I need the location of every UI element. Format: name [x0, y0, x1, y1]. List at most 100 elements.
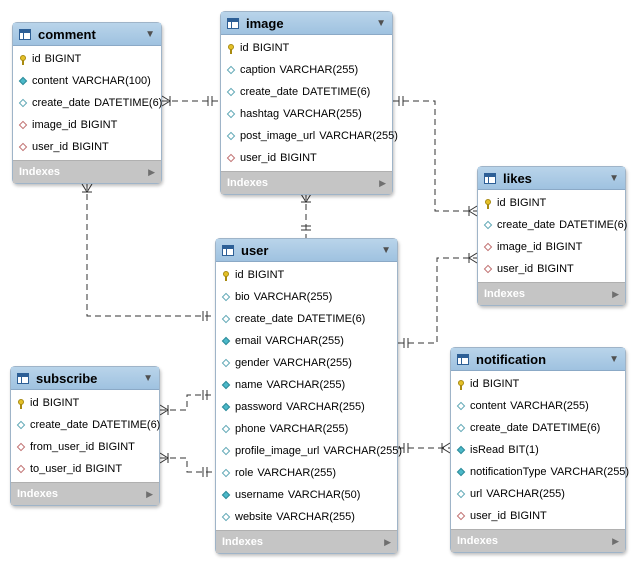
column-name: user_id [497, 263, 534, 275]
foreign-key-icon [484, 243, 493, 252]
column-name: user_id [32, 141, 69, 153]
expand-arrow-icon[interactable]: ▶ [379, 177, 386, 188]
expand-arrow-icon[interactable]: ▶ [612, 288, 619, 299]
column-type: BIGINT [44, 53, 82, 65]
table-icon [227, 17, 239, 29]
column-type: BIGINT [98, 441, 135, 453]
collapse-caret-icon[interactable]: ▼ [376, 17, 386, 29]
expand-arrow-icon[interactable]: ▶ [148, 166, 155, 177]
foreign-key-icon [457, 512, 466, 521]
collapse-caret-icon[interactable]: ▼ [145, 28, 155, 40]
column-type: VARCHAR(255) [266, 379, 346, 391]
collapse-caret-icon[interactable]: ▼ [609, 172, 619, 184]
table-header[interactable]: image ▼ [221, 12, 392, 35]
indexes-section[interactable]: Indexes ▶ [216, 530, 397, 553]
collapse-caret-icon[interactable]: ▼ [381, 244, 391, 256]
filled-diamond-icon [222, 381, 231, 390]
column-type: BIT(1) [508, 444, 539, 456]
indexes-section[interactable]: Indexes ▶ [13, 160, 161, 183]
indexes-section[interactable]: Indexes ▶ [221, 171, 392, 194]
expand-arrow-icon[interactable]: ▶ [384, 536, 391, 547]
table-title: comment [38, 26, 96, 42]
hollow-diamond-icon [457, 402, 466, 411]
indexes-section[interactable]: Indexes ▶ [451, 529, 625, 552]
rel-user-subscribe-to [160, 457, 215, 473]
table-header[interactable]: comment ▼ [13, 23, 161, 46]
table-header[interactable]: notification ▼ [451, 348, 625, 371]
column-name: url [470, 488, 483, 500]
collapse-caret-icon[interactable]: ▼ [143, 372, 153, 384]
expand-arrow-icon[interactable]: ▶ [146, 488, 153, 499]
indexes-section[interactable]: Indexes ▶ [11, 482, 159, 505]
column-name: caption [240, 64, 276, 76]
hollow-diamond-icon [222, 425, 231, 434]
column-type: VARCHAR(255) [510, 400, 589, 412]
hollow-diamond-icon [484, 221, 493, 230]
indexes-section[interactable]: Indexes ▶ [478, 282, 625, 305]
column-name: id [470, 378, 479, 390]
column-name: id [240, 42, 249, 54]
column-type: VARCHAR(255) [283, 108, 362, 120]
table-title: notification [476, 351, 547, 367]
rel-image-comment-end-image [207, 96, 213, 106]
collapse-caret-icon[interactable]: ▼ [609, 353, 619, 365]
expand-arrow-icon[interactable]: ▶ [612, 535, 619, 546]
table-title: likes [503, 170, 532, 186]
hollow-diamond-icon [227, 66, 236, 75]
hollow-diamond-icon [222, 469, 231, 478]
column-name: id [30, 397, 39, 409]
column-type: BIGINT [85, 463, 123, 475]
table-header[interactable]: subscribe ▼ [11, 367, 159, 390]
table-header[interactable]: likes ▼ [478, 167, 625, 190]
foreign-key-icon [17, 465, 26, 474]
column-name: create_date [470, 422, 529, 434]
column-type: DATETIME(6) [532, 422, 601, 434]
rel-user-subscribe-from-end-subscribe [159, 404, 169, 416]
table-header[interactable]: user ▼ [216, 239, 397, 262]
